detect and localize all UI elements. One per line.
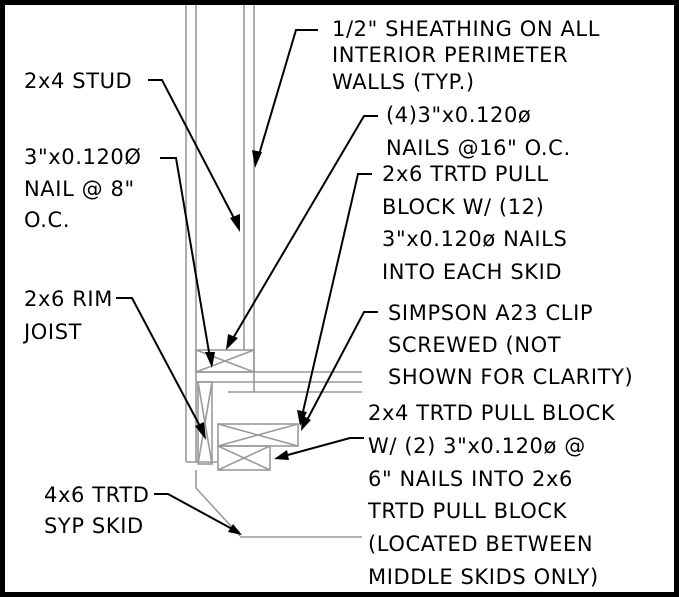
arrowhead-stud xyxy=(230,214,240,232)
arrowhead-skid xyxy=(228,524,242,535)
label-pull-block-2x6-line: 3"x0.120ø NAILS xyxy=(382,227,567,251)
leader-rim-joist xyxy=(116,297,203,431)
pull-block-2x6-x2 xyxy=(217,423,299,447)
label-sheathing-line: WALLS (TYP.) xyxy=(332,70,475,94)
label-simpson-clip-line: SHOWN FOR CLARITY) xyxy=(388,365,633,389)
bottom-plate-x2 xyxy=(195,349,255,373)
label-nail-8-line: O.C. xyxy=(24,208,70,232)
label-pull-block-2x4-line: 6" NAILS INTO 2x6 xyxy=(368,467,573,491)
pull-block-2x4-x2 xyxy=(217,445,271,471)
leader-pull-block-2x4 xyxy=(283,437,364,457)
label-pull-block-2x6-line: 2x6 TRTD PULL xyxy=(382,162,549,186)
leader-pull-block-2x6 xyxy=(301,173,372,417)
label-pull-block-2x6: 2x6 TRTD PULL BLOCK W/ (12) 3"x0.120ø NA… xyxy=(382,162,567,284)
label-simpson-clip-line: SIMPSON A23 CLIP xyxy=(388,301,593,325)
label-skid: 4x6 TRTD SYP SKID xyxy=(44,483,150,538)
label-nail-8-line: NAIL @ 8" xyxy=(24,177,135,201)
label-pull-block-2x6-line: INTO EACH SKID xyxy=(382,260,562,284)
label-nails-16-line: (4)3"x0.120ø xyxy=(386,103,531,127)
leader-skid xyxy=(154,493,235,531)
label-skid-line: SYP SKID xyxy=(44,514,144,538)
label-stud: 2x4 STUD xyxy=(24,69,132,93)
label-stud-line: 2x4 STUD xyxy=(24,69,132,93)
label-simpson-clip-line: SCREWED (NOT xyxy=(388,333,561,357)
arrowhead-simpson-clip xyxy=(301,415,311,431)
label-rim-joist: 2x6 RIM JOIST xyxy=(22,287,113,344)
arrowhead-sheathing xyxy=(252,150,262,168)
label-sheathing: 1/2" SHEATHING ON ALL INTERIOR PERIMETER… xyxy=(332,17,600,94)
label-rim-joist-line: JOIST xyxy=(22,320,82,344)
leader-nail-8 xyxy=(160,157,211,359)
label-nail-8-line: 3"x0.120Ø xyxy=(24,145,142,169)
label-simpson-clip: SIMPSON A23 CLIP SCREWED (NOT SHOWN FOR … xyxy=(388,301,633,389)
label-pull-block-2x4-line: TRTD PULL BLOCK xyxy=(367,499,568,523)
label-pull-block-2x6-line: BLOCK W/ (12) xyxy=(382,195,544,219)
rim-joist-x2 xyxy=(197,381,213,465)
arrowhead-pull-block-2x4 xyxy=(274,450,289,460)
arrowhead-nails-16 xyxy=(226,334,238,350)
arrowhead-nail-8 xyxy=(205,352,215,368)
leader-stud xyxy=(148,79,237,223)
leader-lines xyxy=(116,29,378,535)
leader-simpson-clip xyxy=(305,311,378,423)
label-skid-line: 4x6 TRTD xyxy=(44,483,150,507)
label-pull-block-2x4-line: (LOCATED BETWEEN xyxy=(368,532,593,556)
label-pull-block-2x4-line: MIDDLE SKIDS ONLY) xyxy=(368,565,599,589)
label-nails-16-line: NAILS @16" O.C. xyxy=(386,136,571,160)
label-nail-8: 3"x0.120Ø NAIL @ 8" O.C. xyxy=(24,145,142,232)
framing-geometry xyxy=(185,5,362,538)
leader-nails-16 xyxy=(231,115,378,341)
label-sheathing-line: 1/2" SHEATHING ON ALL xyxy=(332,17,600,41)
label-nails-16: (4)3"x0.120ø NAILS @16" O.C. xyxy=(386,103,571,160)
leader-sheathing xyxy=(257,29,318,159)
pull-block-2x4 xyxy=(217,445,271,471)
label-pull-block-2x4: 2x4 TRTD PULL BLOCK W/ (2) 3"x0.120ø @ 6… xyxy=(367,401,616,589)
label-sheathing-line: INTERIOR PERIMETER xyxy=(332,43,568,67)
label-pull-block-2x4-line: 2x4 TRTD PULL BLOCK xyxy=(368,401,616,425)
label-pull-block-2x4-line: W/ (2) 3"x0.120ø @ xyxy=(368,434,586,458)
label-rim-joist-line: 2x6 RIM xyxy=(24,287,113,311)
arrowhead-rim-joist xyxy=(195,422,206,440)
